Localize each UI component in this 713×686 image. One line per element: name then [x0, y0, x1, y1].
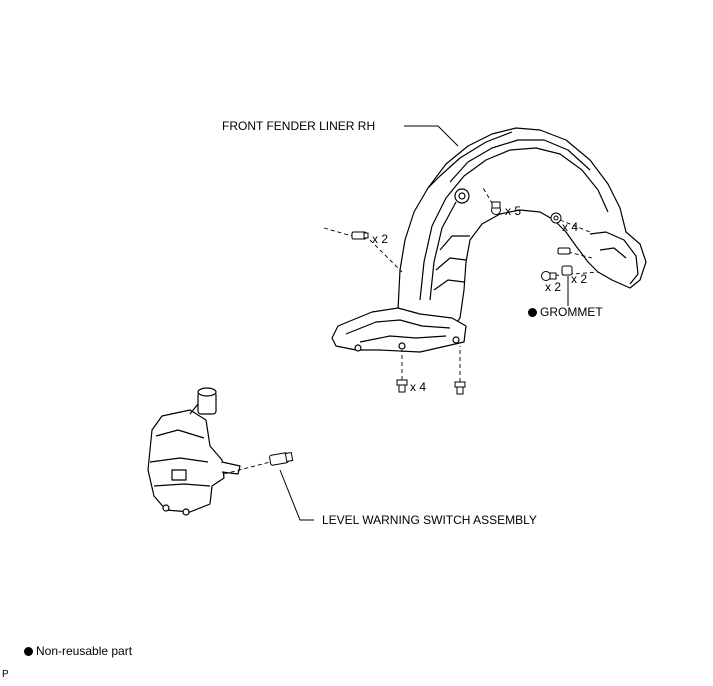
rear-screws-qty: x 2 [545, 280, 562, 294]
legend-marker [24, 647, 33, 656]
right-clip-icon [550, 212, 562, 224]
non-reusable-marker [528, 308, 537, 317]
corner-mark: P [2, 669, 9, 680]
bottom-bolt-icon-right [454, 381, 466, 395]
right-bolts-qty: x 4 [562, 220, 579, 234]
rear-screw-icon [557, 247, 571, 255]
liner-bottom-plate [331, 307, 467, 353]
rear-bolt-icon [541, 271, 557, 281]
legend: Non-reusable part [24, 644, 132, 658]
left-screws-qty: x 2 [372, 232, 389, 246]
level-switch-leader-line [279, 469, 314, 521]
upper-clips-qty: x 5 [505, 204, 522, 218]
level-switch-label: LEVEL WARNING SWITCH ASSEMBLY [322, 513, 537, 527]
grommet-icon [561, 265, 573, 276]
upper-clip-icon [491, 201, 501, 215]
switch-leader-dashed [223, 461, 271, 475]
washer-tank [147, 387, 241, 516]
fender-liner-label: FRONT FENDER LINER RH [222, 119, 376, 133]
level-switch-icon [269, 451, 294, 466]
grommets-qty: x 2 [571, 272, 588, 286]
grommet-label-text: GROMMET [540, 305, 603, 319]
legend-text: Non-reusable part [36, 644, 133, 658]
grommet-label: GROMMET [528, 305, 603, 319]
left-screw-icon [351, 231, 369, 240]
fender-liner-leader-line [404, 125, 459, 147]
bottom-bolts-qty: x 4 [410, 380, 427, 394]
front-fender-liner [397, 127, 647, 333]
bottom-bolt-icon-left [396, 379, 408, 393]
